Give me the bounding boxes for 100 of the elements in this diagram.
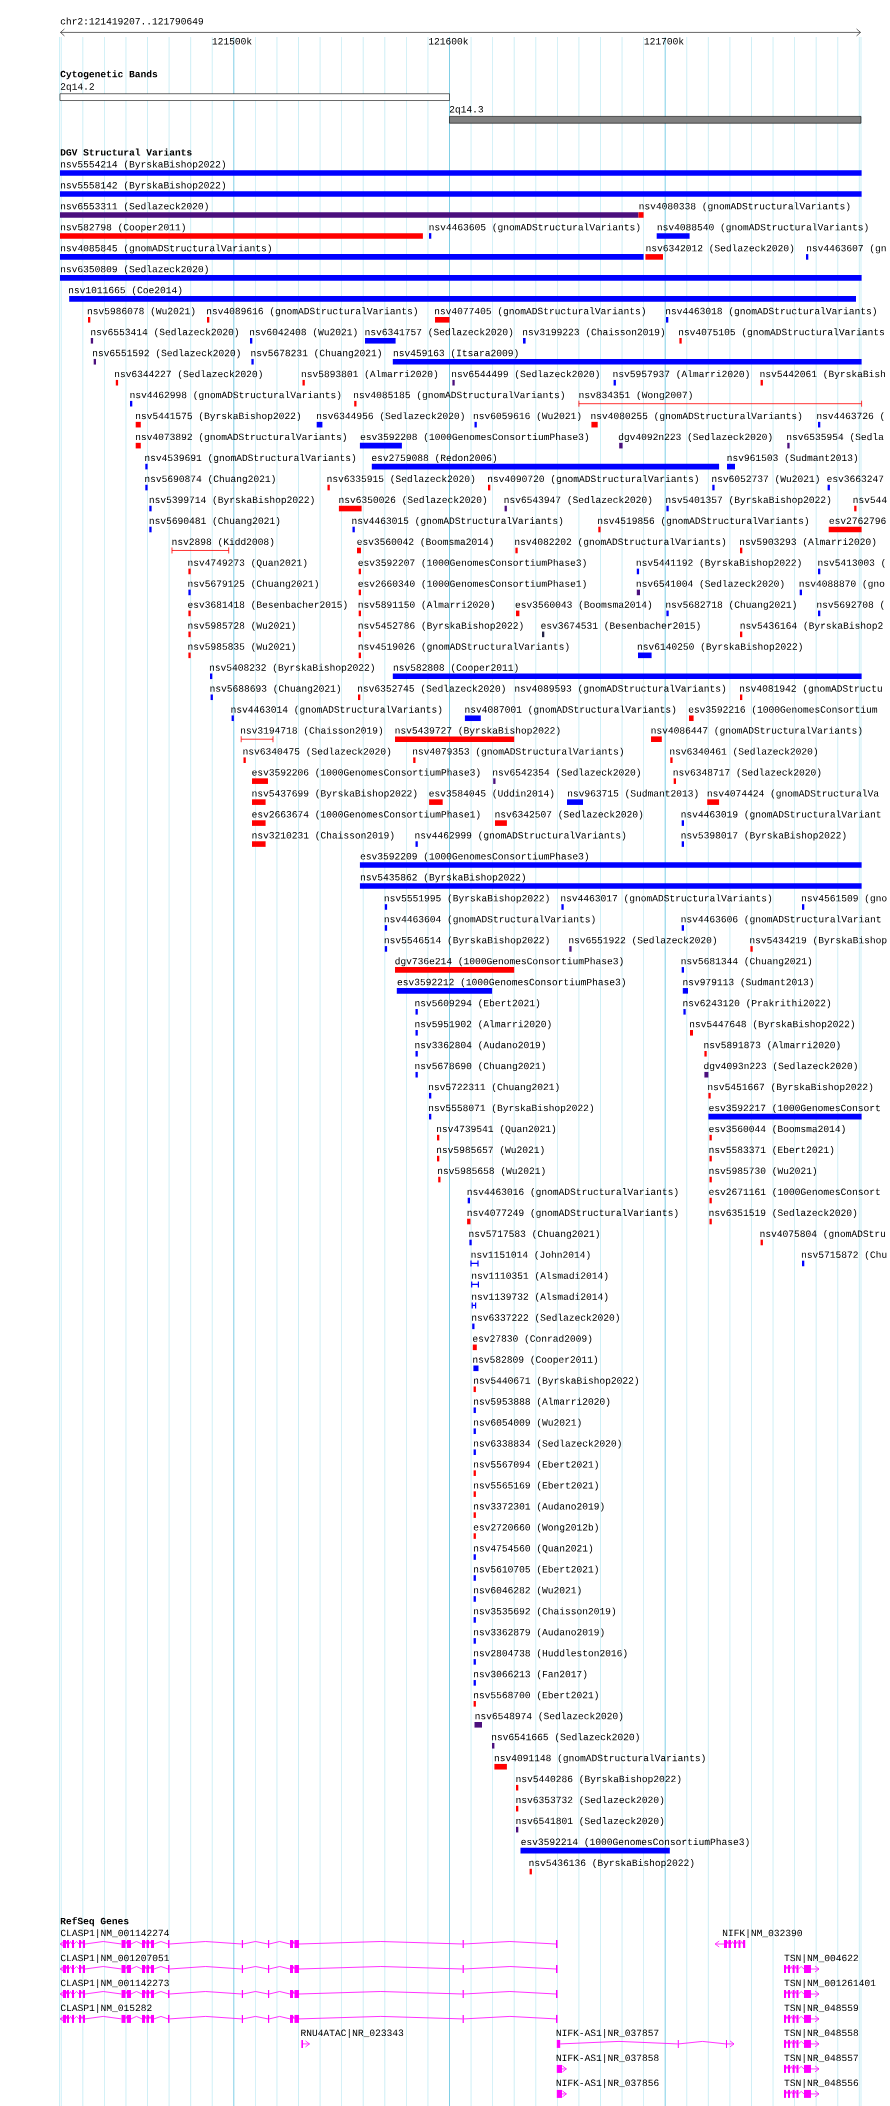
variant-label: nsv6054009 (Wu2021) (474, 1418, 581, 1428)
tick-label: 121500k (212, 37, 252, 45)
variant-label: nsv5951902 (Almarri2020) (415, 1020, 551, 1030)
gene-label: TSN|NR_048559 (784, 2004, 859, 2013)
variant-label: nsv6335915 (Sedlazeck2020) (327, 475, 475, 484)
variant-label: nsv5891873 (Almarri2020) (704, 1041, 840, 1051)
variant-label: nsv6337222 (Sedlazeck2020) (472, 1313, 619, 1323)
variant-label: nsv834351 (Wong2007) (579, 391, 692, 401)
band-label: 2q14.2 (60, 83, 94, 92)
variant-label: nsv5985658 (Wu2021) (438, 1167, 545, 1176)
variant-label: nsv5682718 (Chuang2021) (666, 600, 796, 610)
variant-label: nsv4077249 (gnomADStructuralVariants) (467, 1209, 678, 1218)
variant-label: nsv4089593 (gnomADStructuralVariants) (515, 684, 726, 694)
variant-label: esv3592214 (1000GenomesConsortiumPhase3) (521, 1838, 749, 1847)
variant-label: nsv5688693 (Chuang2021) (210, 684, 340, 694)
gene-label: TSN|NR_048558 (784, 2029, 859, 2038)
variant-label: nsv5679125 (Chuang2021) (188, 579, 318, 589)
variant-label: nsv4519856 (gnomADStructuralVariants) (598, 517, 808, 526)
variant-label: nsv5451667 (ByrskaBishop2022) (708, 1083, 873, 1093)
variant-label: esv3592208 (1000GenomesConsortiumPhase3) (360, 433, 588, 442)
variant-label: esv27830 (Conrad2009) (473, 1334, 592, 1344)
variant-label: nsv4463016 (gnomADStructuralVariants) (467, 1188, 678, 1197)
variant-label: esv3674531 (Besenbacher2015) (541, 621, 700, 631)
variant-label: nsv5567094 (Ebert2021) (474, 1460, 598, 1470)
variant-label: nsv4754560 (Quan2021) (474, 1544, 593, 1554)
variant-label: nsv5439727 (ByrskaBishop2022) (395, 726, 560, 736)
variant-label: nsv4074424 (gnomADStructuralVa (707, 789, 879, 799)
variant-label: nsv4077405 (gnomADStructuralVariants) (435, 307, 645, 317)
variant-label: esv2762796 (829, 517, 886, 524)
variant-label: nsv5437699 (ByrskaBishop2022) (252, 789, 417, 799)
variant-label: nsv4075804 (gnomADStru (760, 1229, 885, 1239)
variant-label: esv3592206 (1000GenomesConsortiumPhase3) (252, 768, 480, 778)
variant-label: esv3592212 (1000GenomesConsortiumPhase3) (397, 978, 625, 988)
variant-label: nsv5440286 (ByrskaBishop2022) (516, 1775, 681, 1785)
gene-label: CLASP1|NM_001142273 (60, 1979, 169, 1989)
variant-label: nsv4082202 (gnomADStructuralVariants) (515, 537, 726, 547)
variant-label: esv3681418 (Besenbacher2015) (188, 600, 347, 610)
variant-label: nsv961503 (Sudmant2013) (727, 454, 858, 463)
variant-label: nsv5554214 (ByrskaBishop2022) (61, 160, 225, 170)
variant-label: nsv5715872 (Chu (801, 1250, 887, 1260)
gene-label: CLASP1|NM_001142274 (60, 1929, 169, 1939)
gene-label: CLASP1|NM_015282 (60, 2004, 152, 2013)
variant-label: esv3592217 (1000GenomesConsort (709, 1104, 880, 1114)
variant-label: nsv5953888 (Almarri2020) (474, 1397, 610, 1407)
variant-label: nsv4075105 (gnomADStructuralVariants (679, 328, 884, 338)
variant-label: nsv4091148 (gnomADStructuralVariants) (494, 1754, 705, 1764)
variant-label: dgv4093n223 (Sedlazeck2020) (704, 1062, 857, 1072)
variant-label: nsv4080338 (gnomADStructuralVariants) (639, 202, 850, 212)
variant-label: nsv4088870 (gno (799, 579, 885, 589)
variant-label: nsv6046282 (Wu2021) (474, 1586, 581, 1596)
variant-label: nsv6548974 (Sedlazeck2020) (475, 1712, 623, 1722)
variant-label: nsv4463018 (gnomADStructuralVariants) (666, 307, 876, 317)
track-heading: Cytogenetic Bands (60, 70, 158, 80)
gene-label: TSN|NR_048556 (784, 2079, 859, 2088)
variant-label: nsv2804738 (Huddleston2016) (474, 1649, 627, 1659)
variant-label: nsv5568700 (Ebert2021) (474, 1691, 598, 1701)
variant-label: nsv5985835 (Wu2021) (188, 642, 295, 652)
variant-label: nsv963715 (Sudmant2013) (568, 789, 698, 799)
variant-label: nsv459163 (Itsara2009) (393, 349, 518, 359)
gene-label: RNU4ATAC|NR_023343 (301, 2029, 404, 2038)
variant-label: nsv5678690 (Chuang2021) (415, 1062, 545, 1072)
variant-label: nsv6551922 (Sedlazeck2020) (569, 936, 716, 946)
variant-label: nsv4462998 (gnomADStructuralVariants) (130, 391, 341, 401)
variant-label: nsv6353732 (Sedlazeck2020) (516, 1796, 664, 1806)
variant-label: nsv5985728 (Wu2021) (188, 621, 295, 631)
variant-label: nsv544 (853, 496, 887, 504)
variant-label: nsv6535954 (Sedla (787, 433, 884, 442)
variant-label: nsv4749273 (Quan2021) (188, 558, 307, 568)
variant-label: nsv3535692 (Chaisson2019) (474, 1607, 616, 1617)
variant-label: esv3663247 (827, 475, 884, 483)
variant-label: nsv4561509 (gno (801, 894, 887, 904)
variant-label: nsv4081942 (gnomADStructu (740, 684, 882, 694)
variant-label: nsv5985730 (Wu2021) (709, 1167, 816, 1176)
variant-label: nsv5436164 (ByrskaBishop2 (740, 621, 883, 631)
variant-label: nsv979113 (Sudmant2013) (683, 978, 813, 988)
variant-label: nsv5408232 (ByrskaBishop2022) (209, 663, 374, 673)
variant-label: nsv5440671 (ByrskaBishop2022) (474, 1376, 638, 1386)
gene-label: TSN|NM_004622 (784, 1954, 858, 1964)
variant-label: nsv6340475 (Sedlazeck2020) (243, 747, 391, 757)
variant-label: esv2720660 (Wong2012b) (473, 1523, 598, 1533)
variant-label: nsv1151014 (John2014) (471, 1250, 590, 1260)
variant-label: nsv5681344 (Chuang2021) (681, 957, 812, 967)
variant-label: nsv5565169 (Ebert2021) (474, 1481, 598, 1491)
variant-label: nsv6341757 (Sedlazeck2020) (365, 328, 513, 338)
variant-label: nsv6541665 (Sedlazeck2020) (492, 1733, 639, 1743)
variant-label: nsv5609294 (Ebert2021) (415, 999, 540, 1009)
variant-label: nsv4080255 (gnomADStructuralVariants) (591, 412, 802, 422)
variant-label: nsv2898 (Kidd2008) (172, 537, 274, 547)
variant-label: nsv5441575 (ByrskaBishop2022) (136, 412, 300, 422)
variant-label: nsv4088540 (gnomADStructuralVariants) (657, 223, 868, 233)
variant-label: dgv736e214 (1000GenomesConsortiumPhase3) (395, 957, 623, 967)
variant-label: nsv4087001 (gnomADStructuralVariants) (465, 705, 676, 715)
variant-label: nsv5986078 (Wu2021) (87, 307, 195, 317)
track-heading: RefSeq Genes (60, 1917, 129, 1927)
variant-label: nsv5401357 (ByrskaBishop2022) (666, 496, 831, 505)
variant-label: nsv5678231 (Chuang2021) (251, 349, 381, 359)
variant-label: nsv6344956 (Sedlazeck2020) (317, 412, 464, 422)
variant-label: nsv582798 (Cooper2011) (61, 223, 185, 233)
variant-label: nsv4073892 (gnomADStructuralVariants) (136, 433, 346, 442)
variant-label: esv3592216 (1000GenomesConsortium (688, 705, 878, 715)
